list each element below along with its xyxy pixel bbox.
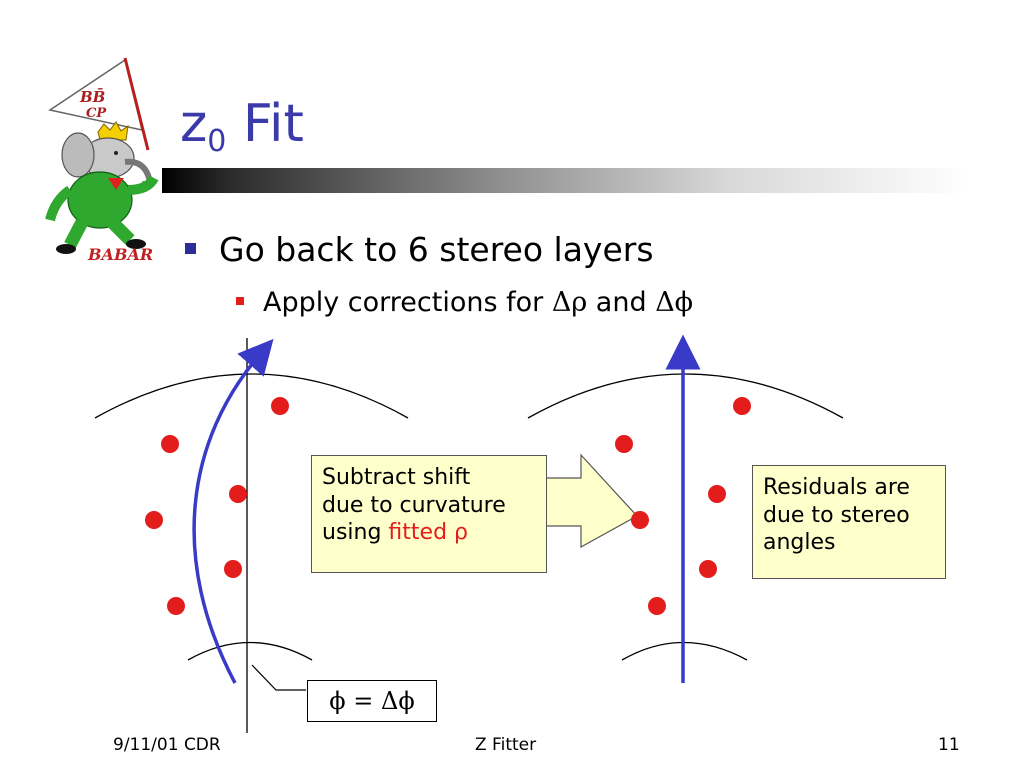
svg-text:CP: CP [86, 106, 107, 121]
hit-dot [733, 397, 751, 415]
bullet-square-icon [236, 297, 244, 305]
footer-title: Z Fitter [475, 735, 537, 755]
curved-track [192, 338, 274, 684]
hit-dot [167, 597, 185, 615]
bullet-square-icon [185, 243, 196, 254]
hit-dot [145, 511, 163, 529]
hit-dot [631, 511, 649, 529]
outer-arc [527, 373, 844, 419]
babar-wordmark: BABAR [87, 245, 153, 264]
hit-dot [224, 560, 242, 578]
hit-dot [229, 485, 247, 503]
outer-arc [94, 373, 409, 419]
title-gradient-bar [162, 168, 970, 193]
footer-date: 9/11/01 CDR [113, 735, 221, 755]
hit-dot [161, 435, 179, 453]
babar-logo: BB̄ CP BABAR [45, 57, 159, 264]
subtract-shift-box: Subtract shift due to curvature using fi… [311, 455, 547, 573]
flag-icon: BB̄ CP [48, 57, 150, 151]
hit-dot [615, 435, 633, 453]
inner-arc [187, 641, 313, 661]
bullet-level1: Go back to 6 stereo layers [185, 230, 654, 270]
residuals-box: Residuals are due to stereo angles [752, 465, 946, 579]
svg-text:BB̄: BB̄ [79, 87, 105, 106]
inner-arc [621, 641, 748, 661]
hit-dot [271, 397, 289, 415]
bullet-level2: Apply corrections for Δρ and Δϕ [236, 287, 693, 319]
phi-leader-line [251, 664, 306, 691]
slide-title: z0 Fit [180, 94, 304, 159]
footer-page-number: 11 [938, 735, 960, 755]
elephant-icon [45, 121, 159, 254]
hit-dot [708, 485, 726, 503]
block-arrow [546, 453, 638, 549]
hit-dot [648, 597, 666, 615]
phi-label-box: ϕ = Δϕ [307, 680, 437, 722]
hit-dot [699, 560, 717, 578]
